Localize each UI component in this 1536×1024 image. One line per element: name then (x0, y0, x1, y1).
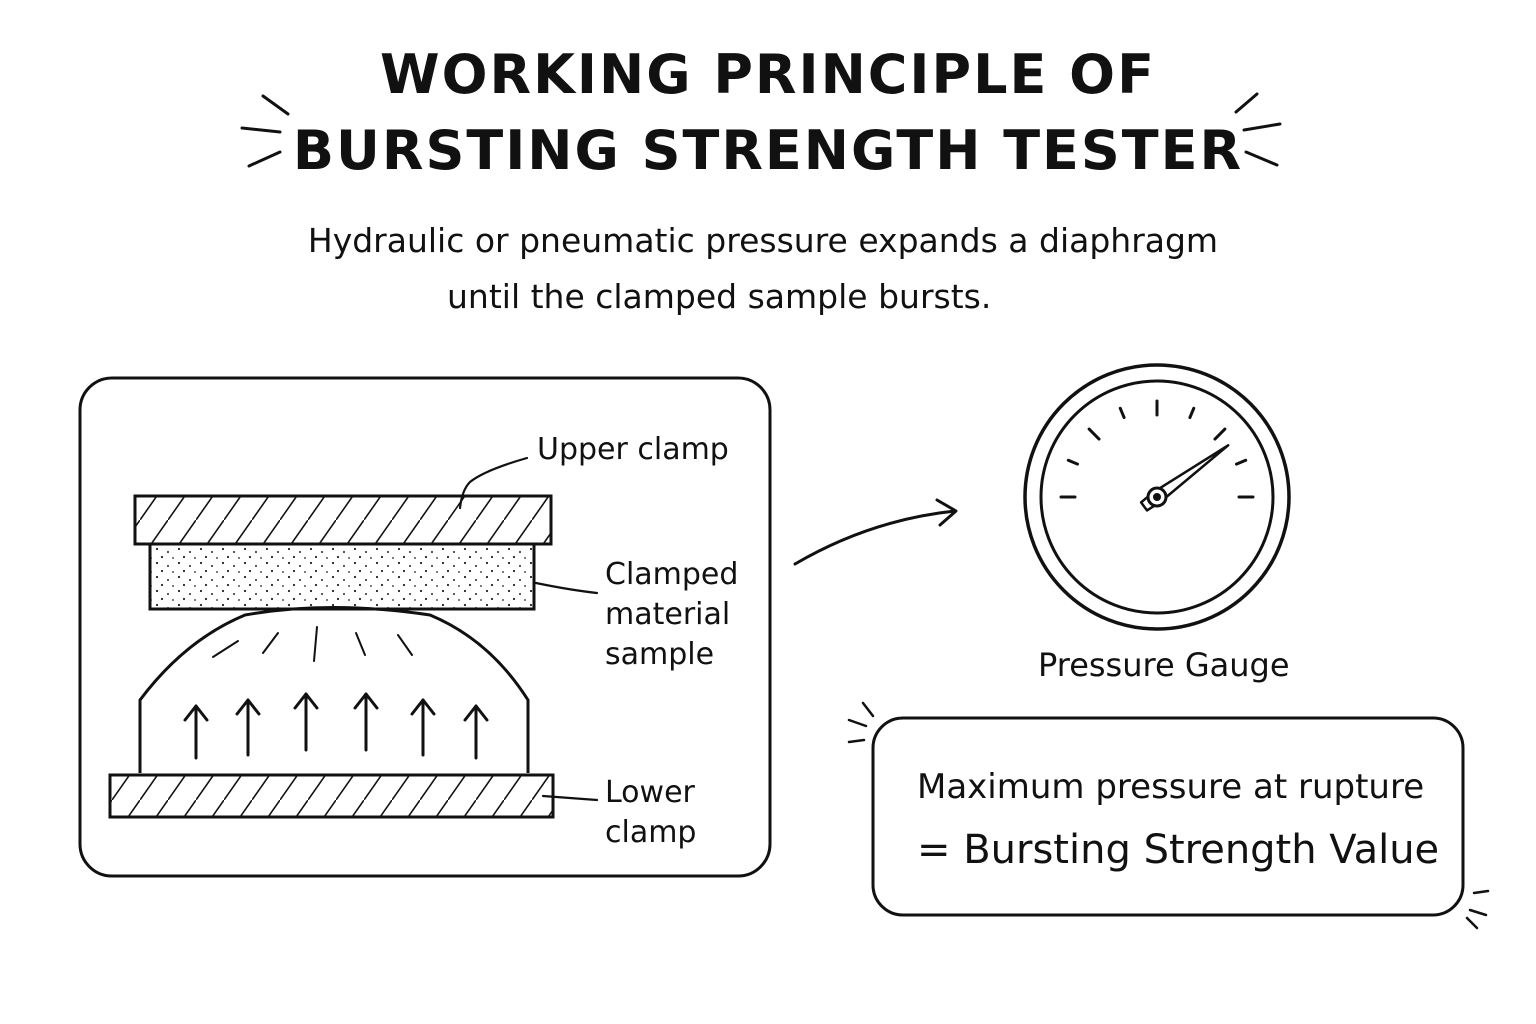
pressure-arrow-icon (463, 704, 489, 760)
leader-lines (458, 456, 599, 802)
pressure-arrow-icon (410, 698, 436, 757)
upper-clamp-label: Upper clamp (537, 432, 729, 467)
gauge-needle (1139, 444, 1230, 512)
clamped-sample (148, 542, 536, 611)
result-burst-bottom-icon (1465, 889, 1490, 930)
apparatus-panel (78, 376, 772, 878)
gauge-hub-center (1153, 493, 1161, 501)
subtitle-line-2: until the clamped sample bursts. (447, 277, 992, 316)
result-line-1: Maximum pressure at rupture (917, 767, 1425, 807)
gauge-tick (1118, 406, 1126, 420)
sample-label: Clamped material sample (605, 555, 738, 675)
lower-clamp (108, 773, 555, 819)
page-title-line-1: WORKING PRINCIPLE OF (380, 43, 1156, 106)
page-title-line-2: BURSTING STRENGTH TESTER (292, 119, 1244, 182)
diaphragm (138, 606, 530, 773)
pressure-arrow-icon (183, 704, 209, 760)
title-burst-right-icon (1234, 92, 1282, 167)
pressure-arrow-icon (353, 692, 379, 752)
upper-clamp (133, 494, 553, 546)
result-box (871, 716, 1465, 917)
lower-clamp-label-line: Lower (605, 775, 695, 810)
result-line-2: = Bursting Strength Value (917, 827, 1440, 873)
gauge-label: Pressure Gauge (1038, 646, 1290, 684)
gauge-tick (1066, 458, 1080, 466)
gauge-tick (1087, 427, 1101, 441)
dome-stress-marks (212, 626, 413, 662)
gauge-tick (1213, 427, 1227, 441)
sample-label-line: material (605, 597, 731, 632)
gauge-tick (1234, 458, 1248, 466)
lower-clamp-label: Lower clamp (605, 773, 696, 853)
pressure-arrow-icon (235, 698, 261, 757)
pressure-arrows (183, 692, 489, 760)
flow-arrow-icon (793, 498, 958, 566)
pressure-arrow-icon (293, 692, 319, 752)
gauge-tick (1188, 406, 1196, 420)
sample-label-line: Clamped (605, 557, 739, 592)
lower-clamp-label-line: clamp (605, 815, 697, 850)
pressure-gauge-icon (1023, 363, 1291, 631)
result-burst-top-icon (847, 701, 875, 744)
subtitle-line-1: Hydraulic or pneumatic pressure expands … (307, 221, 1219, 260)
sample-label-line: sample (605, 637, 715, 672)
title-burst-left-icon (240, 94, 290, 168)
